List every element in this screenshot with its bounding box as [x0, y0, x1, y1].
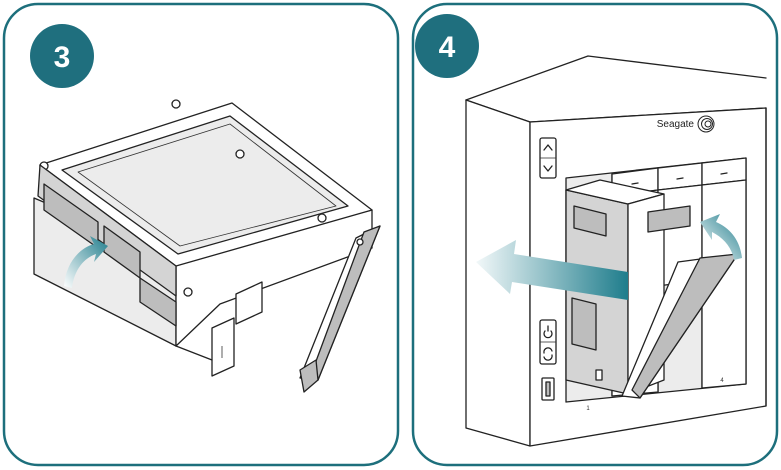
step-4-number: 4	[439, 31, 456, 64]
brand-logo-icon	[697, 115, 715, 133]
front-buttons	[539, 319, 557, 365]
step-4-panel: 4 Seagate	[411, 2, 779, 467]
nas-enclosure: Seagate	[465, 55, 767, 447]
enclosure-top-edge	[465, 55, 767, 101]
step-3-badge: 3	[30, 24, 94, 88]
tray-clip	[235, 281, 263, 325]
chevron-down-icon	[543, 165, 553, 172]
open-handle-arrow	[700, 214, 742, 260]
power-icon	[543, 325, 553, 339]
tray-latch	[211, 317, 235, 377]
usb-port-inner	[545, 381, 551, 397]
tray-vent	[571, 297, 597, 351]
screw	[183, 287, 193, 297]
sync-icon	[543, 347, 553, 361]
screw	[317, 213, 327, 223]
bay-number-4: 4	[720, 378, 724, 384]
bay-number-1: 1	[586, 406, 590, 412]
step-3-badge-circle	[30, 24, 94, 88]
tray-handle-edge	[631, 253, 739, 399]
screw	[171, 99, 181, 109]
drive-label-area	[61, 115, 349, 255]
tray-handle-tip	[299, 359, 319, 393]
step-4-badge: 4	[415, 14, 479, 78]
pull-out-tray-arrow	[476, 240, 628, 300]
step-3-panel: 3	[2, 2, 400, 467]
screw	[235, 149, 245, 159]
tray-latch-tab	[647, 205, 691, 233]
hard-drive-in-tray	[33, 99, 381, 393]
handle-pivot	[356, 238, 364, 246]
insert-drive-arrow	[64, 236, 108, 288]
drive-connector-slot	[139, 277, 177, 327]
tray-indicator	[595, 369, 603, 381]
step-3-number: 3	[54, 41, 71, 74]
chevron-up-icon	[543, 144, 553, 151]
display-buttons	[539, 137, 557, 179]
brand-text: Seagate	[657, 119, 695, 130]
drive-tray-pulled-out	[565, 179, 739, 399]
tray-vent	[573, 205, 607, 237]
step-4-badge-circle	[415, 14, 479, 78]
